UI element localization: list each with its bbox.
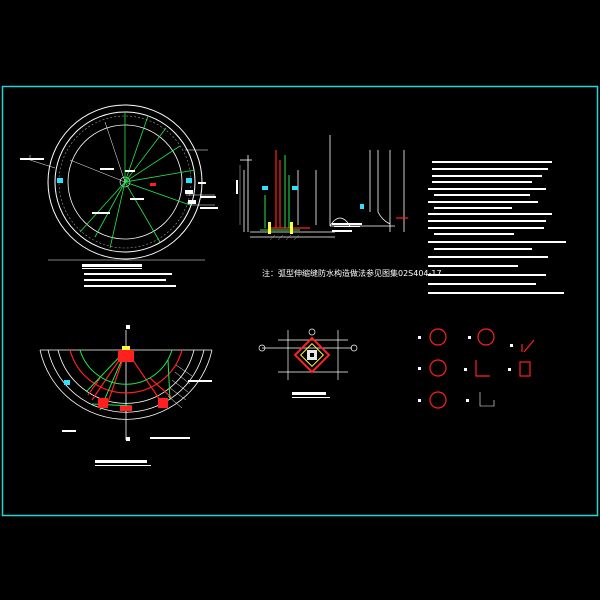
partial-plan-view [39,325,213,466]
section-caption: 注：弧型伸缩缝防水构造做法参见图集02S404-17 [262,268,442,278]
opening-detail [258,328,358,398]
wall-section-detail: 注：弧型伸缩缝防水构造做法参见图集02S404-17 [236,135,442,278]
legend-symbols [418,328,535,409]
sheet-frame [1,85,599,517]
tank-plan-view [20,104,218,287]
design-notes [428,161,566,294]
